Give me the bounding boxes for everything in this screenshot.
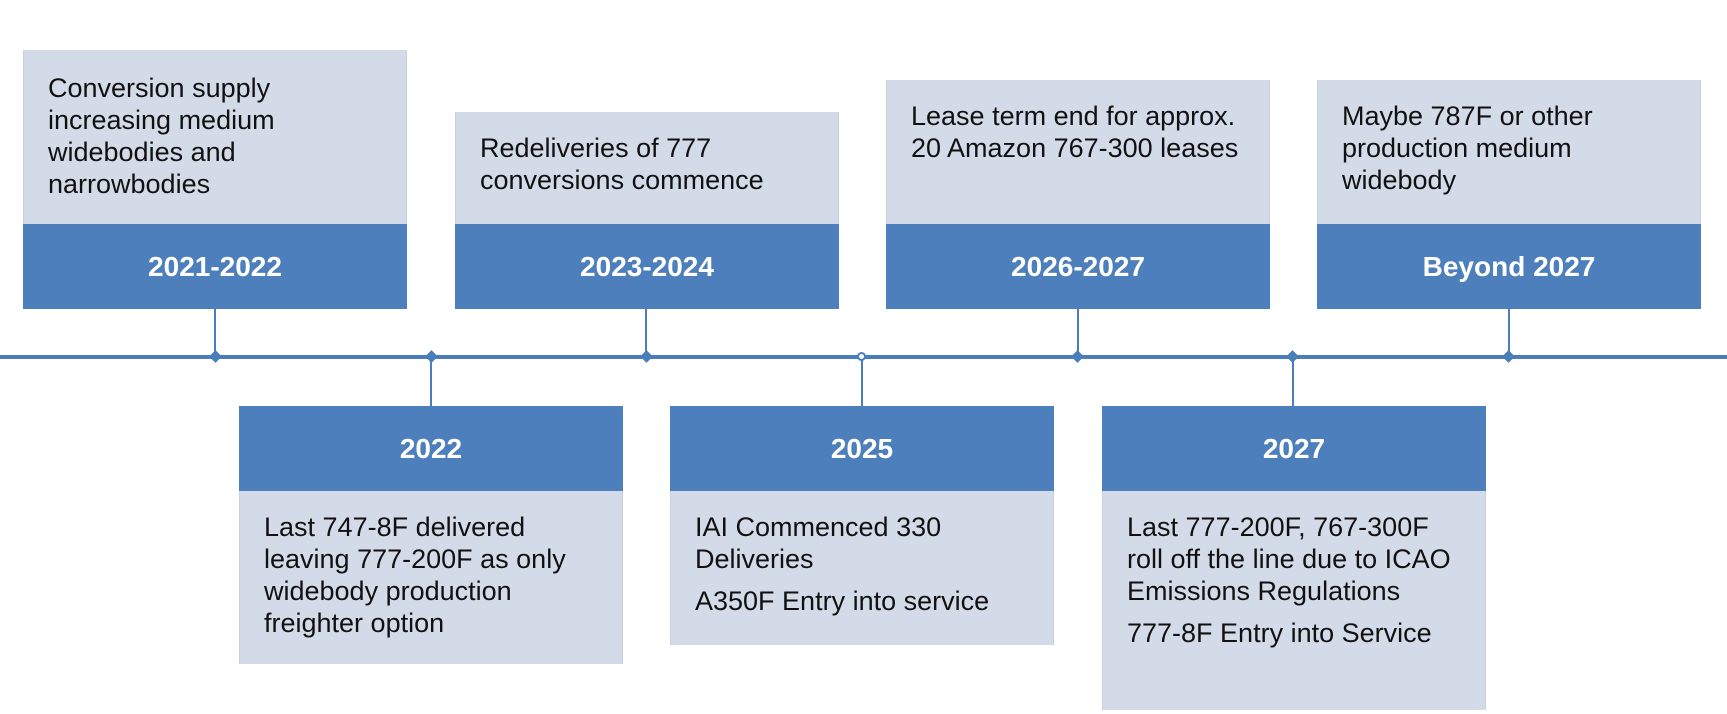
timeline-connector <box>430 359 432 406</box>
timeline-event: Redeliveries of 777 conversions commence… <box>455 112 839 309</box>
event-period: 2021-2022 <box>23 224 407 309</box>
event-period: 2022 <box>239 406 623 491</box>
event-period: 2025 <box>670 406 1054 491</box>
event-note: IAI Commenced 330 Deliveries <box>695 512 942 574</box>
timeline-connector <box>1508 309 1510 355</box>
event-description: IAI Commenced 330 Deliveries A350F Entry… <box>670 491 1054 645</box>
timeline-event: Lease term end for approx. 20 Amazon 767… <box>886 80 1270 309</box>
timeline-event: 2022 Last 747-8F delivered leaving 777-2… <box>239 406 623 664</box>
timeline-connector <box>1292 359 1294 406</box>
timeline-connector <box>645 309 647 355</box>
event-note: 777-8F Entry into Service <box>1127 618 1432 648</box>
event-note: Last 747-8F delivered leaving 777-200F a… <box>264 512 566 638</box>
timeline-event: Conversion supply increasing medium wide… <box>23 50 407 309</box>
event-period: Beyond 2027 <box>1317 224 1701 309</box>
timeline-connector <box>861 359 863 406</box>
event-note: A350F Entry into service <box>695 586 990 616</box>
event-period: 2027 <box>1102 406 1486 491</box>
timeline-connector <box>1077 309 1079 355</box>
event-description: Maybe 787F or other production medium wi… <box>1317 80 1701 224</box>
timeline-event: Maybe 787F or other production medium wi… <box>1317 80 1701 309</box>
event-note: Redeliveries of 777 conversions commence <box>480 133 764 195</box>
timeline-event: 2025 IAI Commenced 330 Deliveries A350F … <box>670 406 1054 645</box>
event-description: Redeliveries of 777 conversions commence <box>455 112 839 224</box>
timeline-event: 2027 Last 777-200F, 767-300F roll off th… <box>1102 406 1486 710</box>
event-description: Lease term end for approx. 20 Amazon 767… <box>886 80 1270 224</box>
event-note: Conversion supply increasing medium wide… <box>48 73 275 199</box>
event-note: Lease term end for approx. 20 Amazon 767… <box>911 101 1239 163</box>
event-period: 2026-2027 <box>886 224 1270 309</box>
event-description: Last 777-200F, 767-300F roll off the lin… <box>1102 491 1486 710</box>
event-note: Last 777-200F, 767-300F roll off the lin… <box>1127 512 1451 606</box>
timeline-connector <box>214 309 216 355</box>
event-description: Conversion supply increasing medium wide… <box>23 50 407 224</box>
event-description: Last 747-8F delivered leaving 777-200F a… <box>239 491 623 664</box>
event-period: 2023-2024 <box>455 224 839 309</box>
event-note: Maybe 787F or other production medium wi… <box>1342 101 1593 195</box>
